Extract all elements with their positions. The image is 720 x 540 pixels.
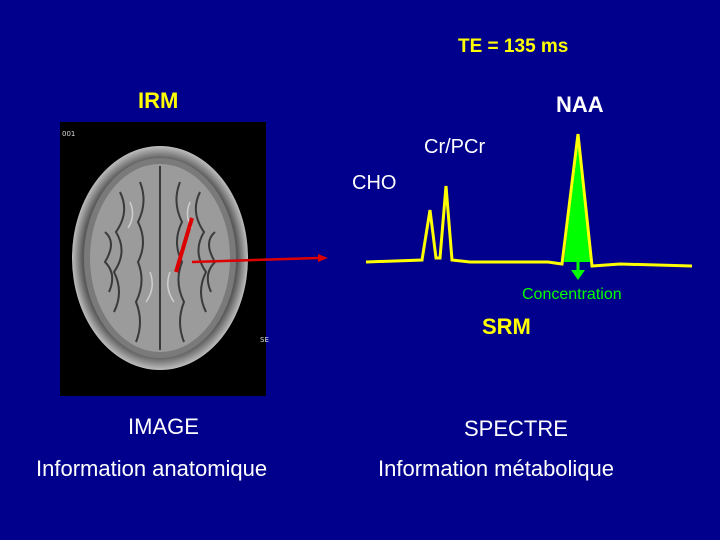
mri-tag-top: 001	[62, 130, 76, 138]
spectrum-line	[365, 133, 693, 268]
voxel-marker	[174, 217, 194, 273]
metabolic-info-caption: Information métabolique	[378, 456, 615, 481]
brain-scan-drawing	[72, 146, 248, 370]
concentration-label: Concentration	[522, 286, 622, 303]
cr-label: Cr/PCr	[424, 136, 486, 158]
image-caption: IMAGE	[128, 414, 199, 439]
echo-time-label: TE = 135 ms	[458, 36, 569, 57]
srm-title: SRM	[482, 314, 531, 339]
mri-brain-image	[60, 122, 266, 396]
concentration-arrow-head	[571, 270, 585, 280]
naa-peak-fill	[564, 138, 592, 262]
anatomical-info-caption: Information anatomique	[36, 456, 268, 481]
spectre-caption: SPECTRE	[464, 416, 568, 441]
link-arrow-head	[318, 254, 328, 262]
cho-label: CHO	[352, 172, 397, 194]
mri-tag-side: SE	[260, 336, 269, 344]
naa-label: NAA	[556, 92, 604, 117]
link-arrow-line	[191, 256, 319, 264]
irm-title: IRM	[138, 88, 179, 113]
